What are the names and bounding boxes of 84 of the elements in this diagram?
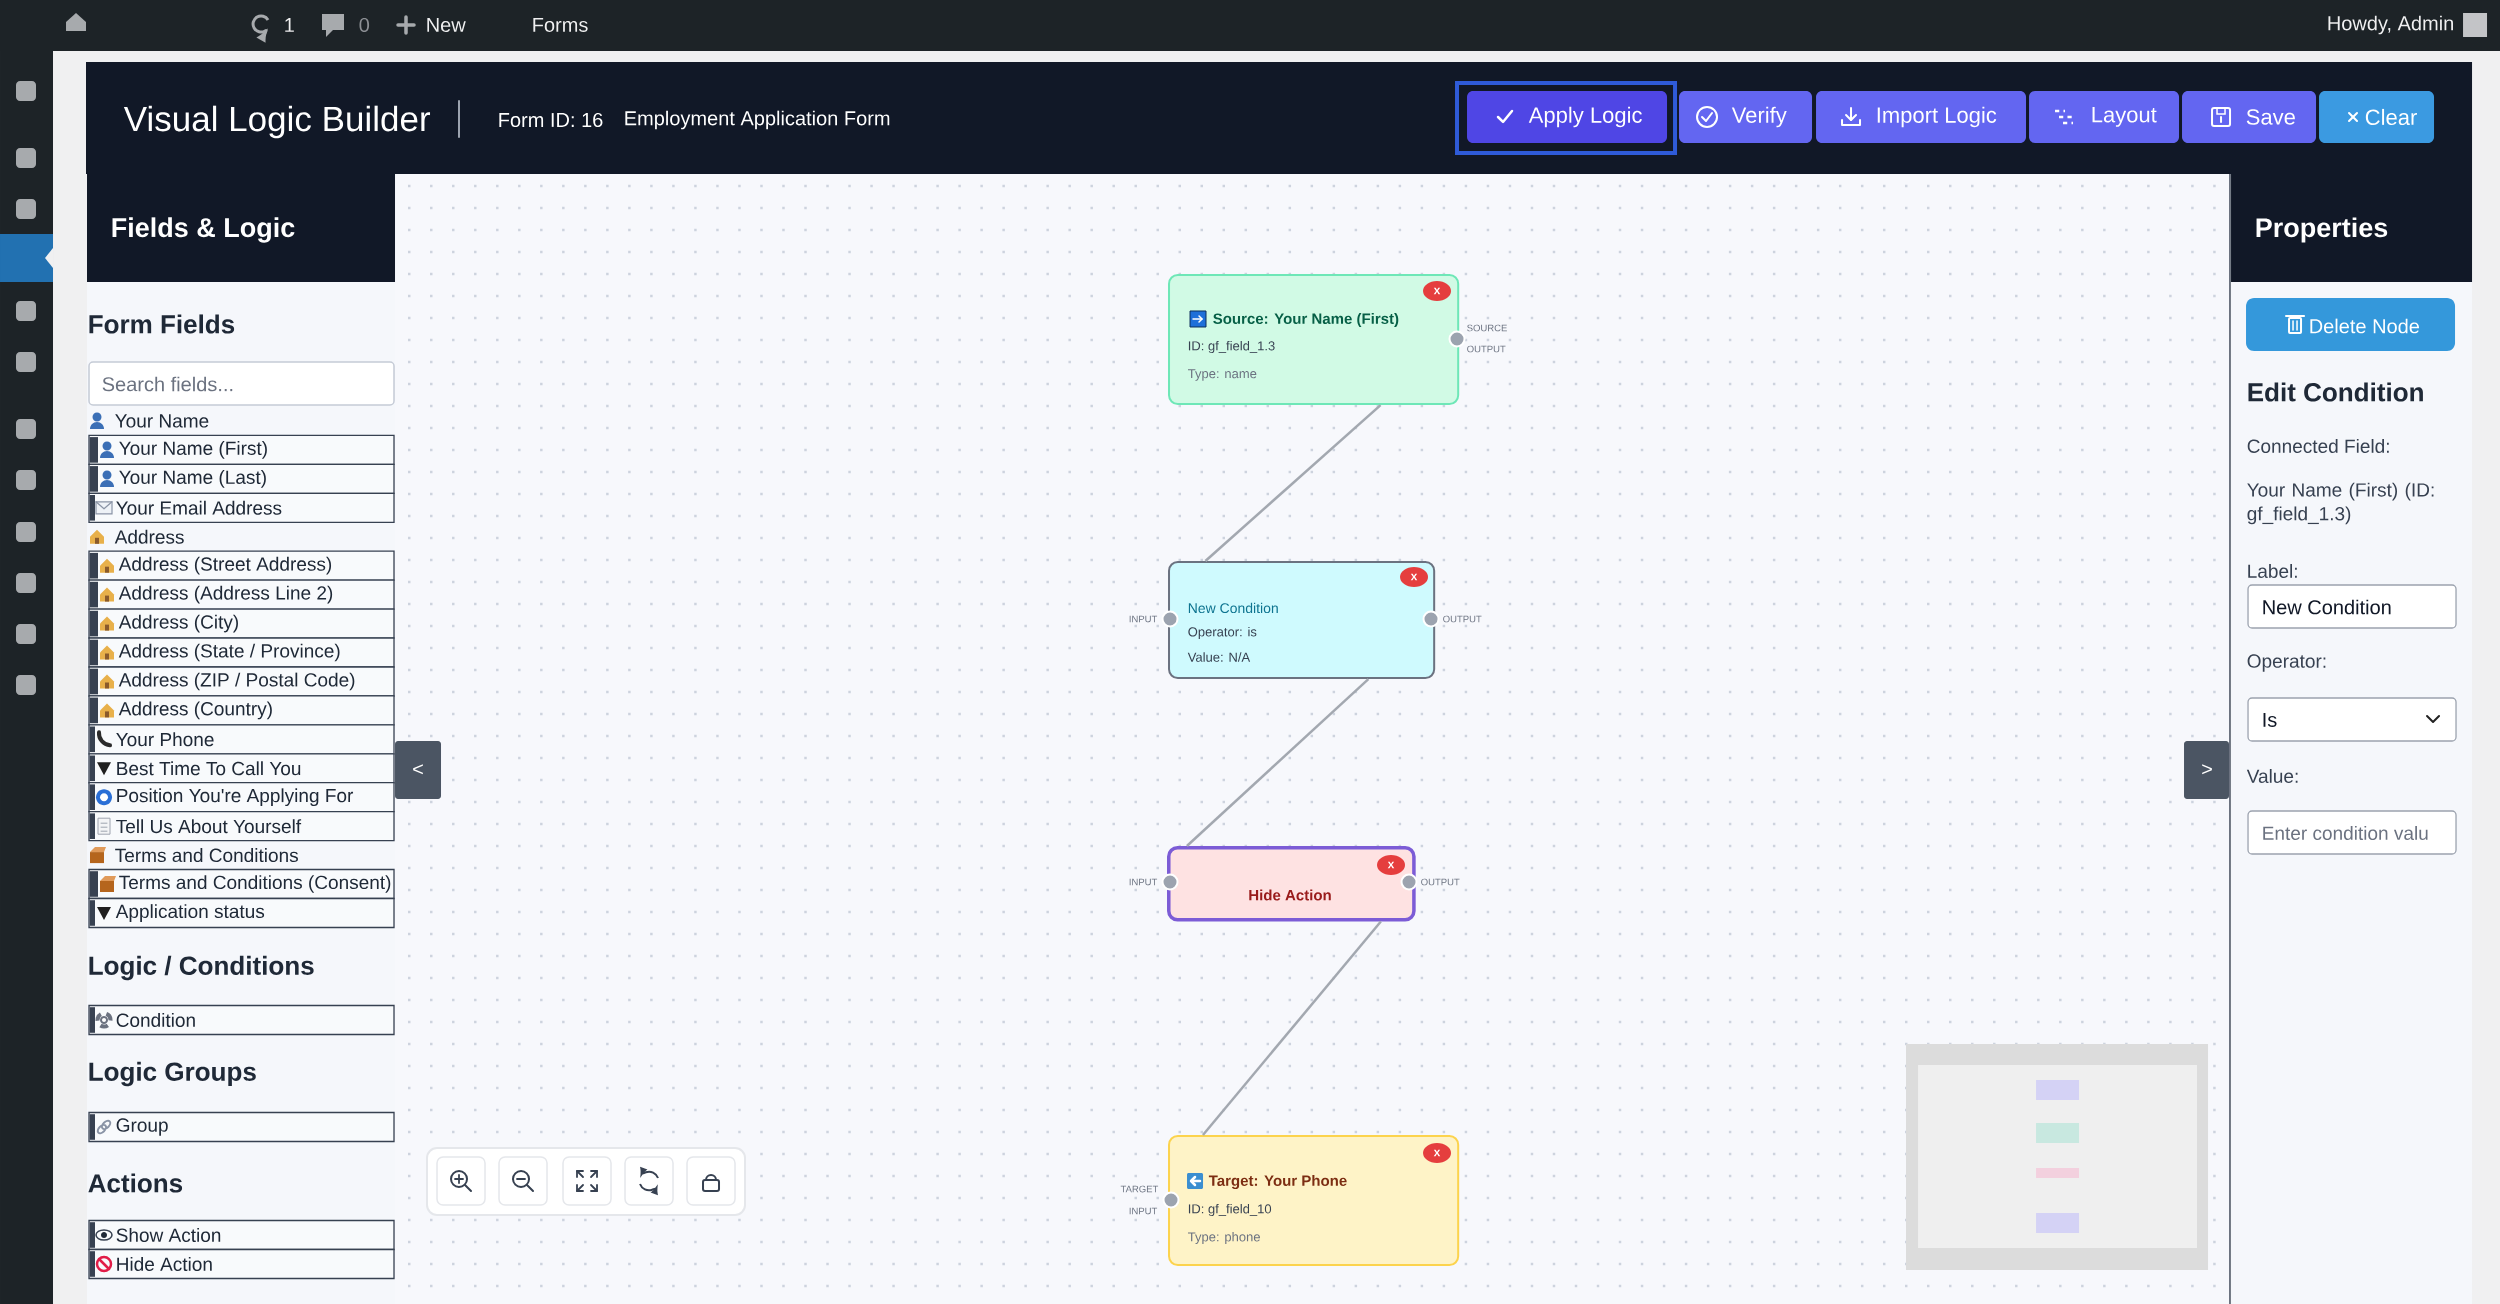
node-detail: Type: phone bbox=[1188, 1231, 1260, 1245]
list-item: Condition bbox=[88, 1004, 395, 1036]
section-heading: Edit Condition bbox=[2248, 382, 2423, 402]
list-item: Your Phone bbox=[88, 724, 395, 755]
list-item: Address (City) bbox=[88, 608, 395, 639]
connector-line bbox=[1186, 678, 1370, 847]
menu-link: Forms bbox=[533, 18, 588, 32]
source-node bbox=[1168, 274, 1466, 406]
connector-line bbox=[1202, 920, 1382, 1136]
panel-header: Fields & Logic bbox=[87, 174, 395, 282]
field-label: Value: bbox=[2246, 769, 2298, 783]
group-label: Your Name bbox=[115, 414, 209, 428]
form-name: Employment Application Form bbox=[625, 110, 890, 130]
list-item: Address (Street Address) bbox=[88, 550, 395, 581]
field-label: Label: bbox=[2248, 564, 2297, 578]
page-title: Visual Logic Builder bbox=[123, 105, 431, 139]
close-button: x bbox=[1377, 855, 1405, 875]
input-field: Enter condition valu bbox=[2247, 810, 2457, 855]
port-label: INPUT bbox=[1129, 1207, 1158, 1215]
group-label: Address bbox=[114, 529, 184, 544]
port-label: OUTPUT bbox=[1443, 615, 1482, 623]
select-field: Is bbox=[2247, 697, 2457, 742]
header-button: Save bbox=[2182, 91, 2317, 143]
list-item: Best Time To Call You bbox=[88, 753, 395, 784]
list-item: Terms and Conditions (Consent) bbox=[88, 868, 395, 900]
port-label: SOURCE bbox=[1467, 324, 1507, 332]
list-item: Address (Address Line 2) bbox=[88, 579, 395, 610]
node-detail: ID: gf_field_1.3 bbox=[1188, 340, 1275, 354]
close-button: x bbox=[1423, 1143, 1452, 1163]
close-button: x bbox=[1423, 281, 1452, 301]
port-label: OUTPUT bbox=[1421, 878, 1460, 886]
header-button: Import Logic bbox=[1816, 91, 2026, 143]
section-heading: Logic Groups bbox=[89, 1061, 256, 1087]
node-detail: Type: name bbox=[1188, 369, 1257, 381]
list-item: Hide Action bbox=[88, 1248, 395, 1280]
group-label: Terms and Conditions bbox=[115, 848, 298, 863]
header-button: Layout bbox=[2029, 91, 2180, 143]
section-heading: Logic / Conditions bbox=[89, 955, 314, 981]
form-id: Form ID: 16 bbox=[499, 112, 603, 128]
input-field: New Condition bbox=[2247, 584, 2457, 629]
list-item: Show Action bbox=[88, 1219, 395, 1251]
node-detail: Value: N/A bbox=[1187, 652, 1251, 662]
section-heading: Actions bbox=[88, 1173, 183, 1193]
target-node bbox=[1162, 1135, 1460, 1267]
node-detail: Operator: is bbox=[1188, 626, 1257, 640]
update-count: 1 bbox=[285, 18, 294, 32]
node-detail: ID: gf_field_10 bbox=[1188, 1203, 1272, 1217]
node-title: New Condition bbox=[1188, 602, 1278, 614]
list-item: Address (State / Province) bbox=[88, 637, 395, 668]
node-title: Target: Your Phone bbox=[1208, 1175, 1347, 1190]
field-value: Your Name (First) (ID: gf_field_1.3) bbox=[2247, 482, 2434, 525]
action-node bbox=[1161, 846, 1418, 922]
list-item: Your Name (Last) bbox=[88, 463, 395, 495]
list-item: Your Name (First) bbox=[88, 434, 395, 466]
header-button: Verify bbox=[1679, 91, 1813, 143]
list-item: Application status bbox=[88, 897, 395, 929]
header-button: Apply Logic bbox=[1455, 81, 1678, 155]
field-label: Operator: bbox=[2247, 654, 2326, 672]
condition-node bbox=[1161, 561, 1440, 680]
connector-line bbox=[1204, 404, 1382, 562]
list-item: Tell Us About Yourself bbox=[88, 811, 395, 842]
list-item: Your Email Address bbox=[88, 492, 395, 523]
port-label: TARGET bbox=[1120, 1185, 1159, 1193]
list-item: Address (Country) bbox=[88, 695, 395, 726]
delete-button: Delete Node bbox=[2246, 298, 2456, 351]
list-item: Group bbox=[88, 1111, 395, 1143]
node-title: Hide Action bbox=[1249, 889, 1331, 901]
collapse-button: < bbox=[395, 741, 441, 799]
node-title: Source: Your Name (First) bbox=[1213, 313, 1399, 327]
close-button: x bbox=[1400, 567, 1428, 587]
section-heading: Form Fields bbox=[89, 314, 235, 334]
list-item: Position You're Applying For bbox=[88, 782, 395, 813]
field-label: Connected Field: bbox=[2247, 439, 2389, 453]
port-label: OUTPUT bbox=[1467, 345, 1506, 353]
header-button: Clear bbox=[2319, 91, 2435, 143]
greeting-text: Howdy, Admin bbox=[2328, 15, 2453, 35]
panel-header: Properties bbox=[2231, 174, 2473, 282]
list-item: Address (ZIP / Postal Code) bbox=[88, 666, 395, 697]
port-label: INPUT bbox=[1129, 878, 1158, 886]
comment-count: 0 bbox=[359, 17, 370, 33]
expand-button: > bbox=[2184, 741, 2230, 799]
port-label: INPUT bbox=[1129, 615, 1158, 623]
menu-link: New bbox=[427, 18, 466, 32]
search-field: Search fields... bbox=[88, 361, 395, 406]
